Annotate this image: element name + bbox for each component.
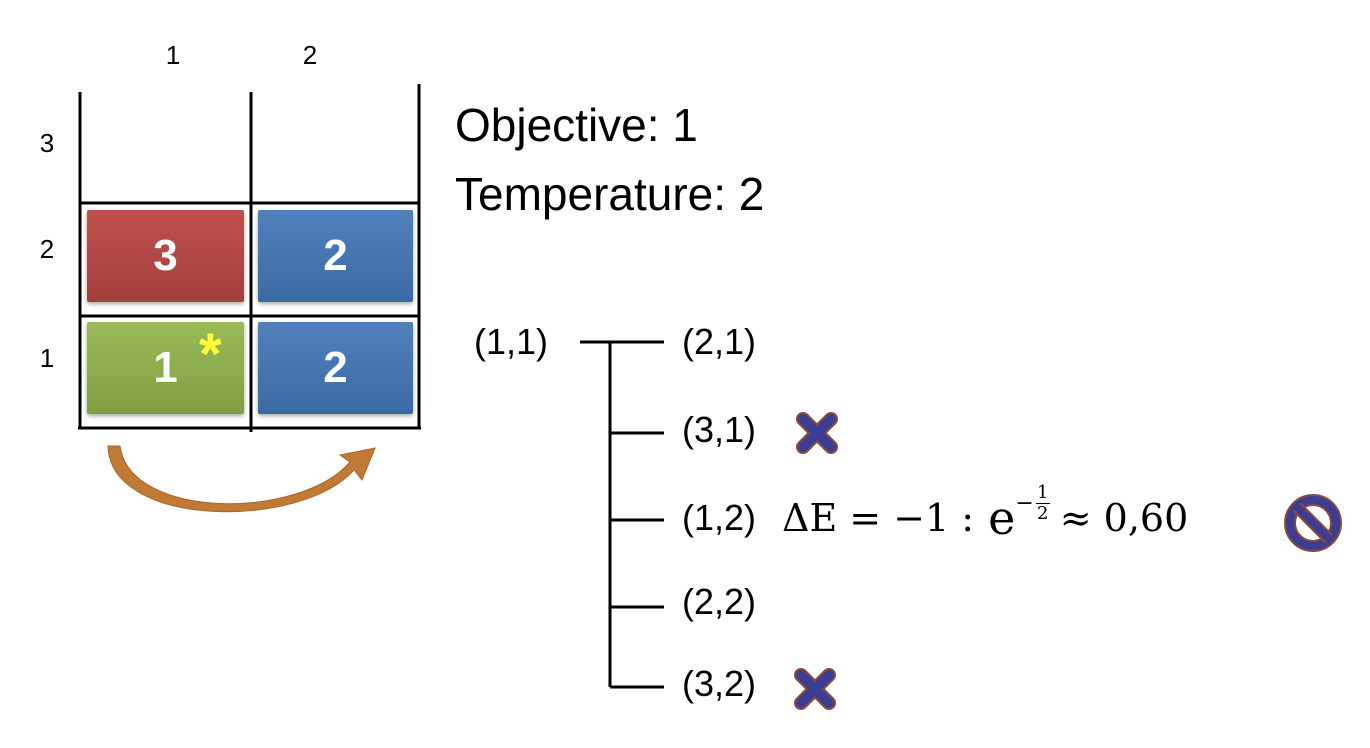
row-label-1: 1 [39, 343, 55, 373]
move-arrow-icon [107, 445, 376, 513]
column-label-1: 1 [165, 40, 181, 70]
tree-child-state: (2,1) [682, 321, 757, 362]
tree-lines [580, 340, 664, 689]
objective-text: Objective: 1 [455, 99, 698, 151]
row-label-3: 3 [39, 128, 55, 158]
tree-child-state: (2,2) [682, 581, 757, 622]
block-value: 2 [323, 343, 348, 392]
tree-child-state: (3,1) [682, 409, 757, 450]
tree-child-state: (3,2) [682, 663, 757, 704]
formula-approx: ≈ 0,60 [1059, 496, 1189, 540]
cross-icon [794, 668, 836, 710]
tree-root-state: (1,1) [474, 321, 549, 362]
formula-fraction-denominator: 2 [1037, 503, 1049, 524]
formula-fraction: 1 2 [1035, 482, 1050, 524]
block-col1-row1: 1 [87, 322, 244, 414]
row-label-2: 2 [39, 234, 55, 264]
prohibit-icon [1284, 494, 1342, 552]
formula-lhs: ΔE = −1 : [782, 496, 975, 540]
delta-e-formula: ΔE = −1 : e − 1 2 ≈ 0,60 [782, 484, 1189, 545]
tree-child-state: (1,2) [682, 497, 757, 538]
temperature-text: Temperature: 2 [455, 168, 765, 220]
formula-fraction-numerator: 1 [1037, 482, 1049, 503]
block-value: 3 [153, 231, 178, 280]
block-col2-row2: 2 [258, 210, 413, 302]
block-col1-row2: 3 [87, 210, 244, 302]
grid-lines [78, 84, 421, 513]
marker-star-icon: * [199, 322, 222, 387]
block-value: 2 [323, 231, 348, 280]
block-col2-row1: 2 [258, 322, 413, 414]
cross-icon [796, 412, 838, 454]
block-value: 1 [153, 343, 178, 392]
formula-base: e [988, 491, 1016, 545]
formula-exponent: − 1 2 [1015, 482, 1050, 524]
formula-exponent-sign: − [1015, 491, 1034, 516]
column-label-2: 2 [302, 40, 318, 70]
